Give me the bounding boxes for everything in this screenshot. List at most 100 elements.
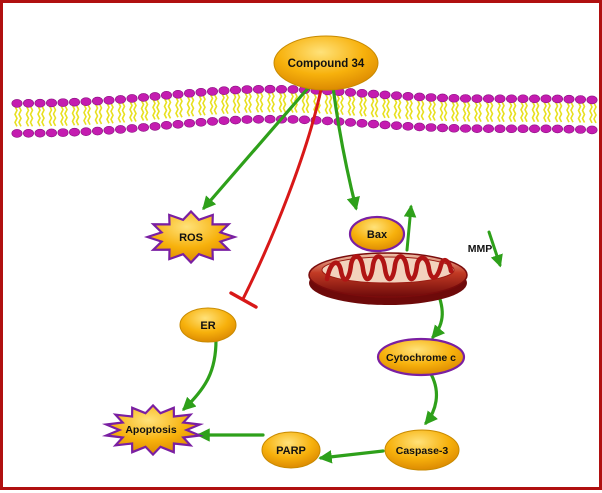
- lipid-tail: [244, 92, 252, 113]
- lipid-head: [563, 124, 575, 134]
- lipid-head: [149, 122, 161, 131]
- lipid-head: [195, 87, 207, 97]
- ros-label: ROS: [179, 232, 203, 244]
- cytochrome-c-node: Cytochrome c: [376, 337, 466, 377]
- arrow-compound-to-bax: [331, 85, 360, 211]
- lipid-head: [425, 93, 437, 102]
- lipid-head: [540, 94, 552, 104]
- lipid-tail: [163, 97, 172, 119]
- lipid-tail: [37, 105, 45, 127]
- arrow-caspase-to-parp: [318, 449, 385, 464]
- lipid-tail: [278, 91, 287, 113]
- parp-node: PARP: [261, 431, 321, 469]
- lipid-head: [574, 95, 586, 104]
- lipid-tail: [106, 102, 114, 124]
- lipid-tail: [83, 104, 91, 126]
- lipid-head: [494, 124, 506, 134]
- lipid-head: [184, 118, 196, 128]
- lipid-tail: [347, 95, 356, 116]
- lipid-head: [551, 94, 563, 104]
- lipid-head: [275, 84, 287, 94]
- lipid-head: [184, 88, 196, 98]
- lipid-tail: [48, 105, 57, 127]
- lipid-head: [298, 115, 310, 125]
- lipid-tail: [221, 93, 229, 115]
- inhibition-bar: [229, 291, 258, 309]
- lipid-head: [126, 94, 138, 103]
- lipid-head: [207, 117, 219, 126]
- lipid-head: [390, 121, 402, 130]
- lipid-tail: [531, 101, 540, 123]
- lipid-tail: [60, 105, 68, 126]
- lipid-head: [287, 115, 299, 124]
- lipid-tail: [474, 101, 482, 123]
- lipid-head: [218, 86, 230, 95]
- bax-node: Bax: [348, 215, 406, 253]
- lipid-tail: [175, 96, 183, 118]
- lipid-head: [241, 85, 253, 94]
- caspase-3-label: Caspase-3: [396, 445, 449, 457]
- lipid-head: [505, 124, 517, 134]
- lipid-head: [22, 129, 34, 138]
- lipid-head: [586, 125, 598, 135]
- ros-node: ROS: [143, 209, 239, 265]
- lipid-head: [471, 124, 483, 133]
- arrow-compound-to-ros: [202, 85, 311, 211]
- mitochondrion: [308, 252, 468, 305]
- lipid-head: [517, 94, 529, 104]
- lipid-tail: [324, 93, 333, 115]
- lipid-tail: [370, 96, 379, 118]
- mmp-label: MMP: [468, 243, 493, 255]
- lipid-tail: [439, 100, 448, 122]
- lipid-head: [528, 124, 540, 134]
- lipid-head: [517, 124, 529, 134]
- lipid-head: [264, 114, 276, 124]
- lipid-head: [172, 119, 184, 129]
- apoptosis-label: Apoptosis: [125, 424, 176, 436]
- lipid-tail: [428, 100, 436, 121]
- lipid-head: [103, 125, 115, 135]
- lipid-tail: [520, 101, 528, 123]
- lipid-tail: [71, 104, 80, 126]
- lipid-tail: [577, 102, 586, 123]
- lipid-head: [115, 125, 127, 134]
- lipid-head: [448, 123, 460, 133]
- lipid-head: [69, 97, 81, 107]
- lipid-tail: [255, 91, 264, 113]
- lipid-head: [402, 122, 414, 131]
- er-label: ER: [200, 320, 215, 332]
- lipid-head: [448, 93, 460, 103]
- lipid-head: [103, 95, 115, 105]
- lipid-head: [207, 87, 219, 96]
- lipid-head: [218, 116, 230, 125]
- lipid-head: [436, 123, 448, 133]
- lipid-head: [574, 125, 586, 134]
- lipid-tail: [140, 100, 149, 121]
- lipid-tail: [543, 101, 551, 123]
- lipid-tail: [589, 102, 597, 124]
- lipid-tail: [554, 101, 563, 123]
- lipid-tail: [186, 95, 195, 117]
- lipid-head: [57, 98, 69, 107]
- lipid-head: [80, 127, 92, 136]
- lipid-head: [69, 127, 81, 137]
- lipid-tail: [451, 100, 459, 122]
- lipid-head: [57, 128, 69, 137]
- lipid-head: [253, 115, 265, 124]
- lipid-head: [115, 95, 127, 104]
- lipid-tail: [301, 92, 310, 114]
- lipid-head: [45, 128, 57, 138]
- lipid-head: [425, 123, 437, 132]
- arrow-mmp-down: [487, 230, 503, 268]
- lipid-head: [471, 94, 483, 103]
- lipid-head: [126, 124, 138, 133]
- lipid-head: [482, 94, 494, 104]
- inhibition-compound-to-er: [241, 83, 324, 301]
- cell-membrane: [11, 84, 598, 138]
- lipid-head: [344, 118, 356, 127]
- lipid-head: [367, 119, 379, 129]
- lipid-head: [436, 93, 448, 103]
- lipid-head: [149, 92, 161, 101]
- lipid-tail: [129, 101, 137, 122]
